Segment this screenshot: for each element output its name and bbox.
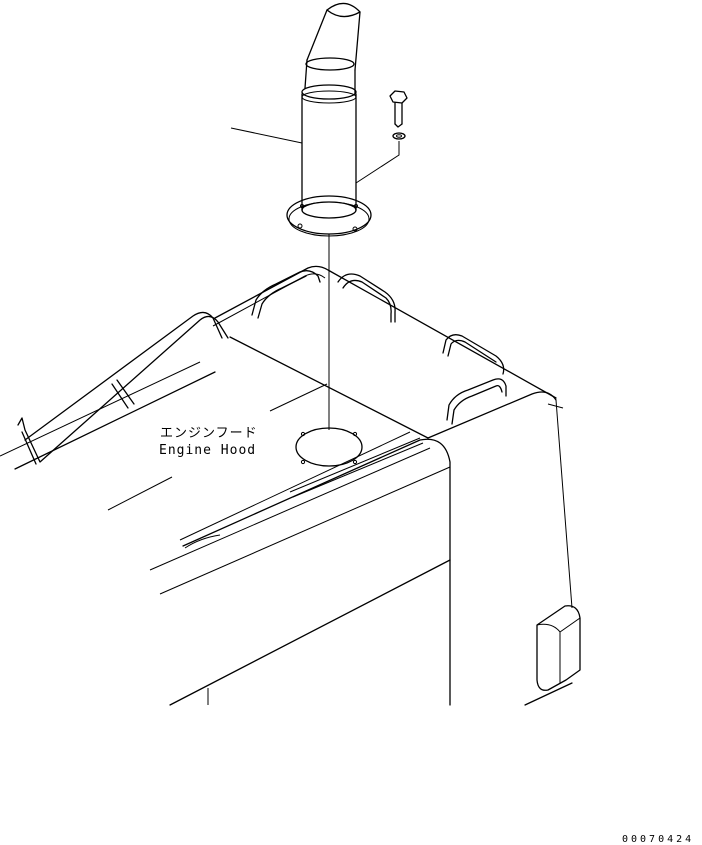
drawing-number: 00070424 (622, 834, 695, 845)
engine-hood (0, 265, 573, 706)
bolt (389, 90, 408, 128)
exhaust-pipe (286, 2, 372, 237)
leader-line-bolt (355, 141, 400, 184)
part-label-en: Engine Hood (159, 443, 257, 458)
side-box (536, 605, 581, 691)
washer (392, 132, 406, 140)
handrail-left (17, 311, 229, 465)
leader-line-pipe (230, 127, 303, 144)
handrail-rear (251, 270, 505, 375)
part-label-jp: エンジンフード (160, 426, 258, 441)
handrail-right (446, 378, 507, 425)
